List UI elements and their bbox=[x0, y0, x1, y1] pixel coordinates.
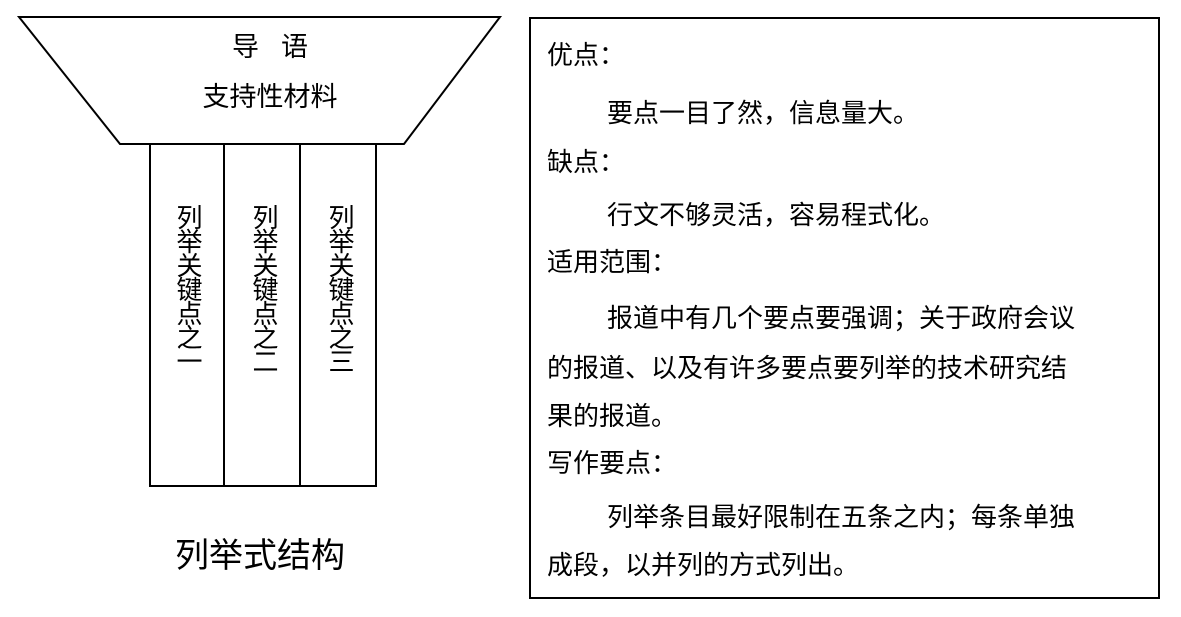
disadvantages-text: 行文不够灵活，容易程式化。 bbox=[607, 201, 946, 231]
scope-text-line-3: 果的报道。 bbox=[547, 402, 678, 432]
lead-subtitle: 支持性材料 bbox=[202, 82, 338, 113]
diagram-shapes bbox=[16, 16, 503, 487]
lead-funnel bbox=[16, 16, 503, 145]
writing-points-line-2: 成段，以并列的方式列出。 bbox=[547, 551, 860, 581]
disadvantages-heading: 缺点： bbox=[547, 148, 626, 178]
writing-points-heading: 写作要点： bbox=[547, 449, 678, 479]
column-3-label: 列举关键点之三 bbox=[324, 204, 354, 372]
writing-points-line-1: 列举条目最好限制在五条之内；每条单独 bbox=[607, 503, 1076, 533]
column-2-label: 列举关键点之二 bbox=[248, 204, 278, 372]
scope-text-line-1: 报道中有几个要点要强调；关于政府会议 bbox=[607, 304, 1076, 334]
column-1-label: 列举关键点之一 bbox=[172, 204, 202, 372]
scope-heading: 适用范围： bbox=[547, 248, 678, 278]
scope-text-line-2: 的报道、以及有许多要点要列举的技术研究结 bbox=[547, 354, 1068, 384]
column-1-box bbox=[149, 143, 225, 487]
column-2: 列举关键点之二 bbox=[226, 144, 300, 486]
advantages-heading: 优点： bbox=[547, 41, 626, 71]
column-1: 列举关键点之一 bbox=[150, 144, 224, 486]
column-3: 列举关键点之三 bbox=[302, 144, 376, 486]
advantages-text: 要点一目了然，信息量大。 bbox=[607, 99, 920, 129]
column-2-box bbox=[223, 143, 301, 487]
structure-caption: 列举式结构 bbox=[175, 536, 345, 576]
column-3-box bbox=[299, 143, 377, 487]
info-box: 优点： 要点一目了然，信息量大。 缺点： 行文不够灵活，容易程式化。 适用范围：… bbox=[529, 17, 1160, 599]
list-structure-diagram: 导语 支持性材料 列举关键点之一 列举关键点之二 列举关键点之三 列举式结构 bbox=[0, 0, 520, 617]
lead-title: 导语 bbox=[232, 32, 330, 63]
